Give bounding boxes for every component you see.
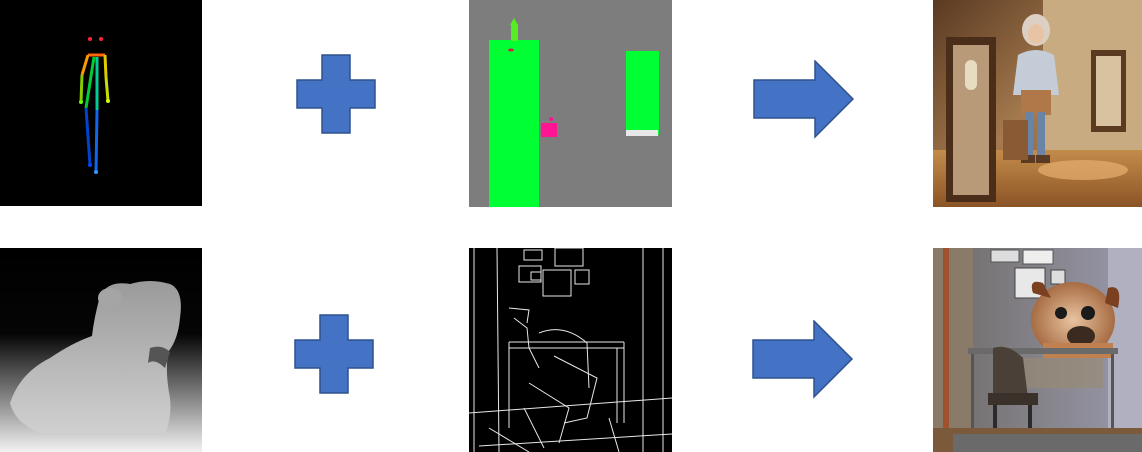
depth-map-dog-image — [0, 248, 202, 452]
pose-skeleton-image — [0, 0, 202, 206]
plus-icon — [296, 54, 376, 134]
generated-dog-room-image — [933, 248, 1142, 452]
edge-map-room-image — [469, 248, 672, 452]
arrow-right-icon — [752, 320, 854, 400]
plus-icon — [294, 314, 374, 394]
generated-girl-mirror-image — [933, 0, 1142, 207]
arrow-right-icon — [753, 60, 855, 140]
segmentation-map-image — [469, 0, 672, 207]
